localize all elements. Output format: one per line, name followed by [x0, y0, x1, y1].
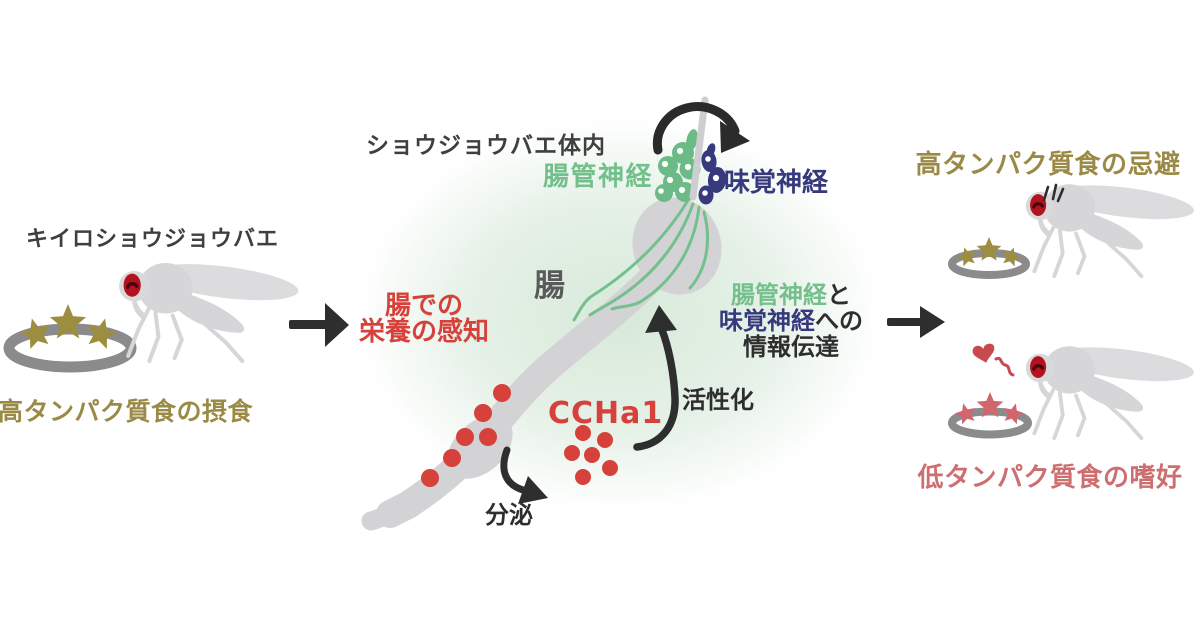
gut-tube: [376, 264, 666, 528]
esophagus-line: [689, 96, 709, 201]
sensing-line1: 腸での: [384, 291, 463, 321]
taste-nerve-cluster: [698, 143, 727, 205]
signal-line2-navy: 味覚神経: [719, 307, 815, 335]
left-caption: 高タンパク質食の摂食: [0, 397, 254, 426]
secretion-label: 分泌: [485, 501, 533, 529]
fly-icon: [1023, 177, 1198, 279]
signal-line3: 情報伝達: [743, 333, 839, 361]
avoidance-fly-scene: [948, 177, 1198, 279]
species-label: キイロショウジョウバエ: [26, 227, 280, 252]
gold-stars: [955, 237, 1023, 268]
signal-line1-green: 腸管神経: [731, 281, 827, 309]
signal-caption: 腸管神経と 味覚神経への 情報伝達: [701, 282, 881, 360]
arrow-right-icon: [289, 303, 349, 347]
activation-label: 活性化: [682, 386, 754, 414]
gut-tail: [361, 499, 408, 531]
signal-line2: 味覚神経への: [701, 308, 881, 334]
gut-hormone-dots: [421, 384, 511, 487]
preference-fly-scene: [948, 339, 1198, 441]
loop-arrow-icon: [652, 102, 750, 155]
gut-illustration: [361, 96, 750, 531]
gold-stars: [17, 304, 120, 351]
signal-line1: 腸管神経と: [701, 282, 881, 308]
signal-line2-black: への: [815, 307, 863, 335]
gut-nerve-label: 腸管神経: [543, 162, 654, 192]
hormone-label: CCHa1: [548, 396, 664, 431]
gut-label: 腸: [534, 268, 565, 304]
pink-stars: [953, 392, 1026, 426]
fly-icon: [119, 257, 300, 360]
sensing-caption: 腸での 栄養の感知: [349, 293, 499, 345]
body-label: ショウジョウバエ体内: [366, 133, 606, 159]
stress-marks-icon: [1042, 183, 1065, 203]
preference-caption: 低タンパク質食の嗜好: [917, 463, 1183, 493]
arrow-right-icon: [887, 306, 945, 338]
sensing-line2: 栄養の感知: [358, 317, 489, 347]
avoidance-caption: 高タンパク質食の忌避: [915, 150, 1181, 180]
secreted-hormone-dots: [564, 425, 618, 485]
signal-line1-black: と: [827, 281, 851, 309]
curved-arrow-icon-activation: [633, 305, 679, 451]
heart-icon: [972, 343, 1015, 377]
taste-nerve-label: 味覚神経: [724, 168, 829, 198]
curved-arrow-icon-secretion: [500, 446, 548, 504]
left-fly-scene: [3, 257, 300, 373]
nerve-fibers: [572, 200, 710, 322]
fly-icon: [1023, 339, 1198, 441]
